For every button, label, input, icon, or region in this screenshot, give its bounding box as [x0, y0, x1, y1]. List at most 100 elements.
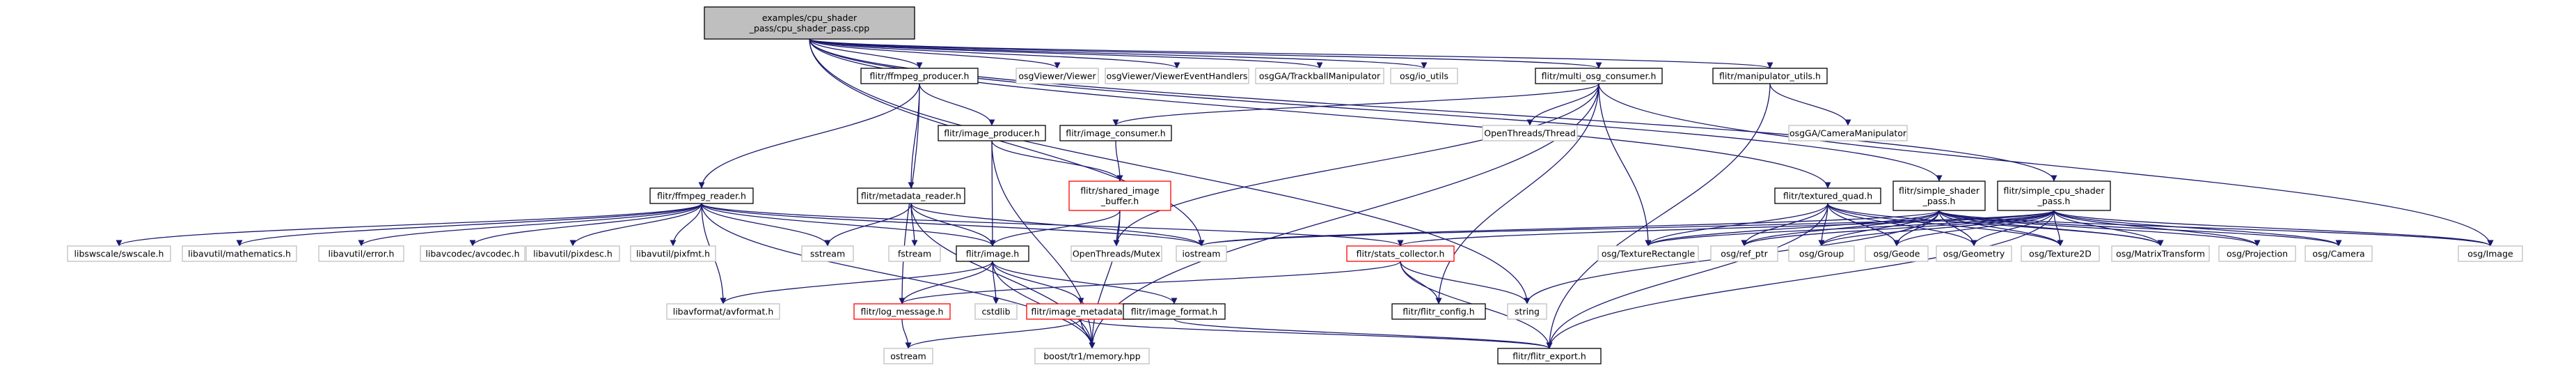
header-nodes: examples/cpu_shader_pass/cpu_shader_pass… [67, 6, 2523, 364]
node-metadata-reader[interactable]: flitr/metadata_reader.h [857, 187, 965, 204]
node-label: OpenThreads/Thread [1484, 128, 1576, 139]
node-label: osgGA/CameraManipulator [1789, 128, 1907, 139]
node-label: osg/MatrixTransform [2116, 249, 2205, 259]
node-label: flitr/log_message.h [861, 307, 944, 317]
node-box [801, 245, 854, 262]
node-ffmpeg-producer[interactable]: flitr/ffmpeg_producer.h [860, 68, 979, 84]
node-image-consumer[interactable]: flitr/image_consumer.h [1059, 125, 1172, 141]
edge-simple-shader-pass-to-osg-camera [1938, 210, 2342, 247]
node-image-h[interactable]: flitr/image.h [956, 245, 1029, 262]
edge-root-to-osg-viewer [809, 38, 1061, 69]
node-box [420, 245, 526, 262]
node-label: flitr/textured_quad.h [1783, 191, 1872, 201]
node-ref-ptr: osg/ref_ptr [1710, 245, 1778, 262]
node-label: flitr/ffmpeg_producer.h [870, 71, 970, 82]
node-simple-shader-pass[interactable]: flitr/simple_shader_pass.h [1893, 180, 1986, 211]
edge-simple-cpu-shader-pass-to-flitr-export [1546, 210, 2055, 349]
node-box [860, 68, 979, 84]
edge-textured-quad-to-osg-geode [1827, 203, 1900, 247]
node-avcodec: libavcodec/avcodec.h [420, 245, 526, 262]
node-box [1535, 68, 1663, 84]
edge-shared-image-buffer-to-memory-hpp [1089, 210, 1121, 349]
node-label: flitr/flitr_export.h [1512, 351, 1586, 362]
edge-image-metadata-to-memory-hpp [1080, 318, 1096, 349]
node-box [1997, 180, 2111, 211]
node-texture-rectangle: osg/TextureRectangle [1597, 245, 1699, 262]
node-label: flitr/simple_cpu_shader [2004, 185, 2105, 196]
node-label: string [1515, 307, 1540, 317]
node-label: libavformat/avformat.h [673, 307, 774, 317]
edge-ffmpeg-reader-to-iostream [701, 203, 1205, 247]
node-box [853, 303, 951, 320]
node-label: flitr/image_consumer.h [1066, 128, 1165, 139]
node-box [1059, 125, 1172, 141]
node-osg-geode: osg/Geode [1865, 245, 1929, 262]
node-box [938, 125, 1046, 141]
node-label: sstream [810, 249, 845, 259]
node-stats-collector[interactable]: flitr/stats_collector.h [1346, 245, 1455, 262]
node-box [2458, 245, 2523, 262]
node-log-message[interactable]: flitr/log_message.h [853, 303, 951, 320]
node-flitr-export[interactable]: flitr/flitr_export.h [1497, 348, 1602, 364]
node-box [888, 245, 941, 262]
node-label: osg/Group [1799, 249, 1844, 259]
node-box [883, 348, 933, 364]
node-root[interactable]: examples/cpu_shader_pass/cpu_shader_pass… [704, 6, 915, 40]
node-ffmpeg-reader[interactable]: flitr/ffmpeg_reader.h [649, 187, 754, 204]
node-label: _pass.h [2037, 196, 2071, 206]
edge-image-format-to-flitr-export [1174, 318, 1553, 349]
node-flitr-config[interactable]: flitr/flitr_config.h [1391, 303, 1486, 320]
edge-simple-cpu-shader-pass-to-osg-group [1818, 210, 2055, 247]
edge-multi-osg-consumer-to-texture-rectangle [1598, 83, 1652, 247]
node-label: flitr/image_format.h [1131, 307, 1217, 317]
node-textured-quad[interactable]: flitr/textured_quad.h [1774, 187, 1881, 204]
node-openthreads-thread: OpenThreads/Thread [1482, 125, 1578, 141]
node-label: libavutil/error.h [329, 249, 395, 259]
node-box [1105, 68, 1249, 84]
node-label: libavutil/pixfmt.h [636, 249, 710, 259]
edge-image-h-to-avformat [720, 261, 993, 305]
edge-root-to-string [809, 38, 1531, 305]
edge-simple-cpu-shader-pass-to-texture2d [2053, 210, 2064, 247]
edge-log-message-to-ostream [901, 318, 912, 349]
edge-ffmpeg-reader-to-avcodec [469, 203, 702, 247]
node-label: osg/TextureRectangle [1602, 249, 1696, 259]
edge-image-consumer-to-shared-image-buffer [1115, 140, 1123, 182]
node-multi-osg-consumer[interactable]: flitr/multi_osg_consumer.h [1535, 68, 1663, 84]
node-manipulator-utils[interactable]: flitr/manipulator_utils.h [1712, 68, 1828, 84]
node-label: cstdlib [981, 307, 1010, 317]
edge-simple-cpu-shader-pass-to-projection [2053, 210, 2261, 247]
node-label: OpenThreads/Mutex [1073, 249, 1160, 259]
node-label: osg/Camera [2312, 249, 2364, 259]
node-shared-image-buffer[interactable]: flitr/shared_image_buffer.h [1068, 180, 1171, 211]
edge-multi-osg-consumer-to-flitr-config [1435, 83, 1599, 305]
edge-simple-shader-pass-to-projection [1938, 210, 2261, 247]
edge-root-to-ffmpeg-producer [809, 38, 923, 69]
node-label: flitr/ffmpeg_reader.h [657, 191, 746, 201]
node-label: osgViewer/ViewerEventHandlers [1107, 71, 1248, 82]
node-image-format[interactable]: flitr/image_format.h [1123, 303, 1226, 320]
node-label: flitr/multi_osg_consumer.h [1542, 71, 1657, 82]
node-label: examples/cpu_shader [762, 13, 858, 23]
edge-textured-quad-to-flitr-export [1546, 203, 1828, 349]
edge-simple-shader-pass-to-texture2d [1938, 210, 2064, 247]
node-string: string [1507, 303, 1547, 320]
node-box [1597, 245, 1699, 262]
node-box [1774, 187, 1881, 204]
edge-image-metadata-to-flitr-export [1080, 318, 1553, 349]
edge-metadata-reader-to-sstream [824, 203, 912, 247]
node-box [1123, 303, 1226, 320]
node-simple-cpu-shader-pass[interactable]: flitr/simple_cpu_shader_pass.h [1997, 180, 2111, 211]
node-box [1497, 348, 1602, 364]
node-box [1507, 303, 1547, 320]
node-label: libavcodec/avcodec.h [425, 249, 519, 259]
edge-image-h-to-log-message [899, 261, 993, 305]
node-image-producer[interactable]: flitr/image_producer.h [938, 125, 1046, 141]
edge-multi-osg-consumer-to-image-consumer [1112, 83, 1599, 126]
node-camera-manipulator: osgGA/CameraManipulator [1788, 125, 1908, 141]
node-image-metadata[interactable]: flitr/image_metadata.h [1026, 303, 1136, 320]
edge-simple-cpu-shader-pass-to-stats-collector [1397, 210, 2055, 247]
node-sstream: sstream [801, 245, 854, 262]
node-label: _buffer.h [1100, 196, 1139, 206]
edge-image-h-to-image-format [992, 261, 1178, 305]
